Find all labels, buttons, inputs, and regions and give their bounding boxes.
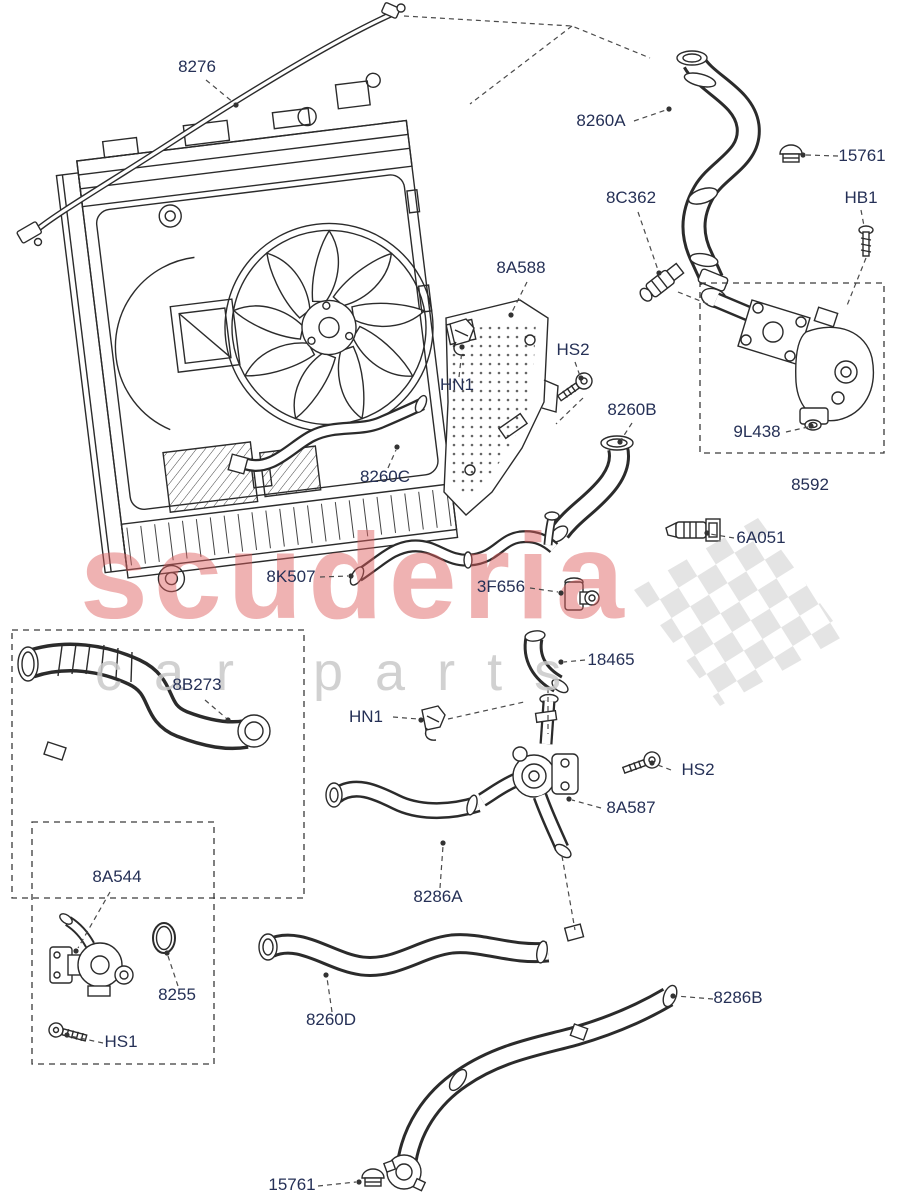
bolt-hb1 — [858, 225, 874, 257]
dashed-box-8b273 — [11, 629, 305, 899]
part-label-9l438: 9L438 — [733, 422, 780, 441]
screw-hs2-lower — [621, 751, 661, 774]
callout-lines — [64, 79, 865, 1187]
part-label-8c362: 8C362 — [606, 188, 656, 207]
part-label-8260a: 8260A — [576, 111, 626, 130]
plug-15761-upper — [779, 144, 803, 163]
retainer-clip-hn1-lower — [421, 705, 446, 741]
part-label-8260c: 8260C — [360, 467, 410, 486]
retainer-clip-hn1-upper — [449, 318, 475, 356]
part-label-8260b: 8260B — [607, 400, 656, 419]
hose-8286b — [382, 984, 678, 1192]
construction-lines — [403, 15, 867, 931]
hose-8260b — [549, 435, 634, 543]
o-ring-8255 — [152, 922, 176, 954]
part-labels: 8276 8260A 15761 8C362 HB1 8A588 HS2 HN1… — [92, 57, 885, 1194]
watermark-sub: car parts — [95, 642, 593, 702]
part-label-15761-upper: 15761 — [838, 146, 885, 165]
hose-8260d — [258, 923, 585, 977]
watermark-brand: scuderia — [80, 508, 630, 644]
dashed-box-8592 — [699, 282, 885, 454]
part-label-8592: 8592 — [791, 475, 829, 494]
part-label-hs1: HS1 — [104, 1032, 137, 1051]
part-label-3f656: 3F656 — [477, 577, 525, 596]
hose-8286a — [325, 780, 481, 819]
part-label-hn1-lower: HN1 — [349, 707, 383, 726]
fan-blades — [232, 229, 426, 420]
watermark: scuderia car parts — [80, 508, 844, 706]
hose-8k507 — [349, 511, 560, 586]
checkered-flag — [634, 518, 844, 706]
part-label-hs2-lower: HS2 — [681, 760, 714, 779]
part-label-hb1: HB1 — [844, 188, 877, 207]
part-label-8k507: 8K507 — [266, 567, 315, 586]
overflow-pipe-8276 — [16, 2, 406, 247]
water-outlet-8592 — [700, 287, 874, 431]
part-label-8276: 8276 — [178, 57, 216, 76]
part-label-8b273: 8B273 — [172, 675, 221, 694]
connector-3f656 — [564, 577, 600, 611]
valve-6a051 — [665, 518, 721, 542]
hose-8260c — [227, 394, 428, 475]
part-label-8a544: 8A544 — [92, 867, 141, 886]
part-label-8255: 8255 — [158, 985, 196, 1004]
elbow-hose-18465 — [523, 630, 569, 694]
part-label-hs2-upper: HS2 — [556, 340, 589, 359]
screw-hs1 — [48, 1022, 88, 1042]
part-label-8a588: 8A588 — [496, 258, 545, 277]
part-label-15761-lower: 15761 — [268, 1175, 315, 1194]
auxiliary-pump-8a544 — [49, 913, 134, 997]
part-label-8286a: 8286A — [413, 887, 463, 906]
sensor-8c362 — [639, 262, 685, 302]
water-valve-8a587 — [478, 693, 579, 859]
plug-15761-lower — [361, 1168, 385, 1187]
part-label-8260d: 8260D — [306, 1010, 356, 1029]
part-label-6a051: 6A051 — [736, 528, 785, 547]
screw-hs2-upper — [556, 372, 593, 402]
hose-8260a — [676, 50, 761, 292]
part-label-18465: 18465 — [587, 650, 634, 669]
part-label-hn1-upper: HN1 — [440, 375, 474, 394]
part-label-8286b: 8286B — [713, 988, 762, 1007]
part-label-8a587: 8A587 — [606, 798, 655, 817]
dashed-box-8a544 — [31, 821, 215, 1065]
hose-8b273 — [17, 642, 271, 761]
